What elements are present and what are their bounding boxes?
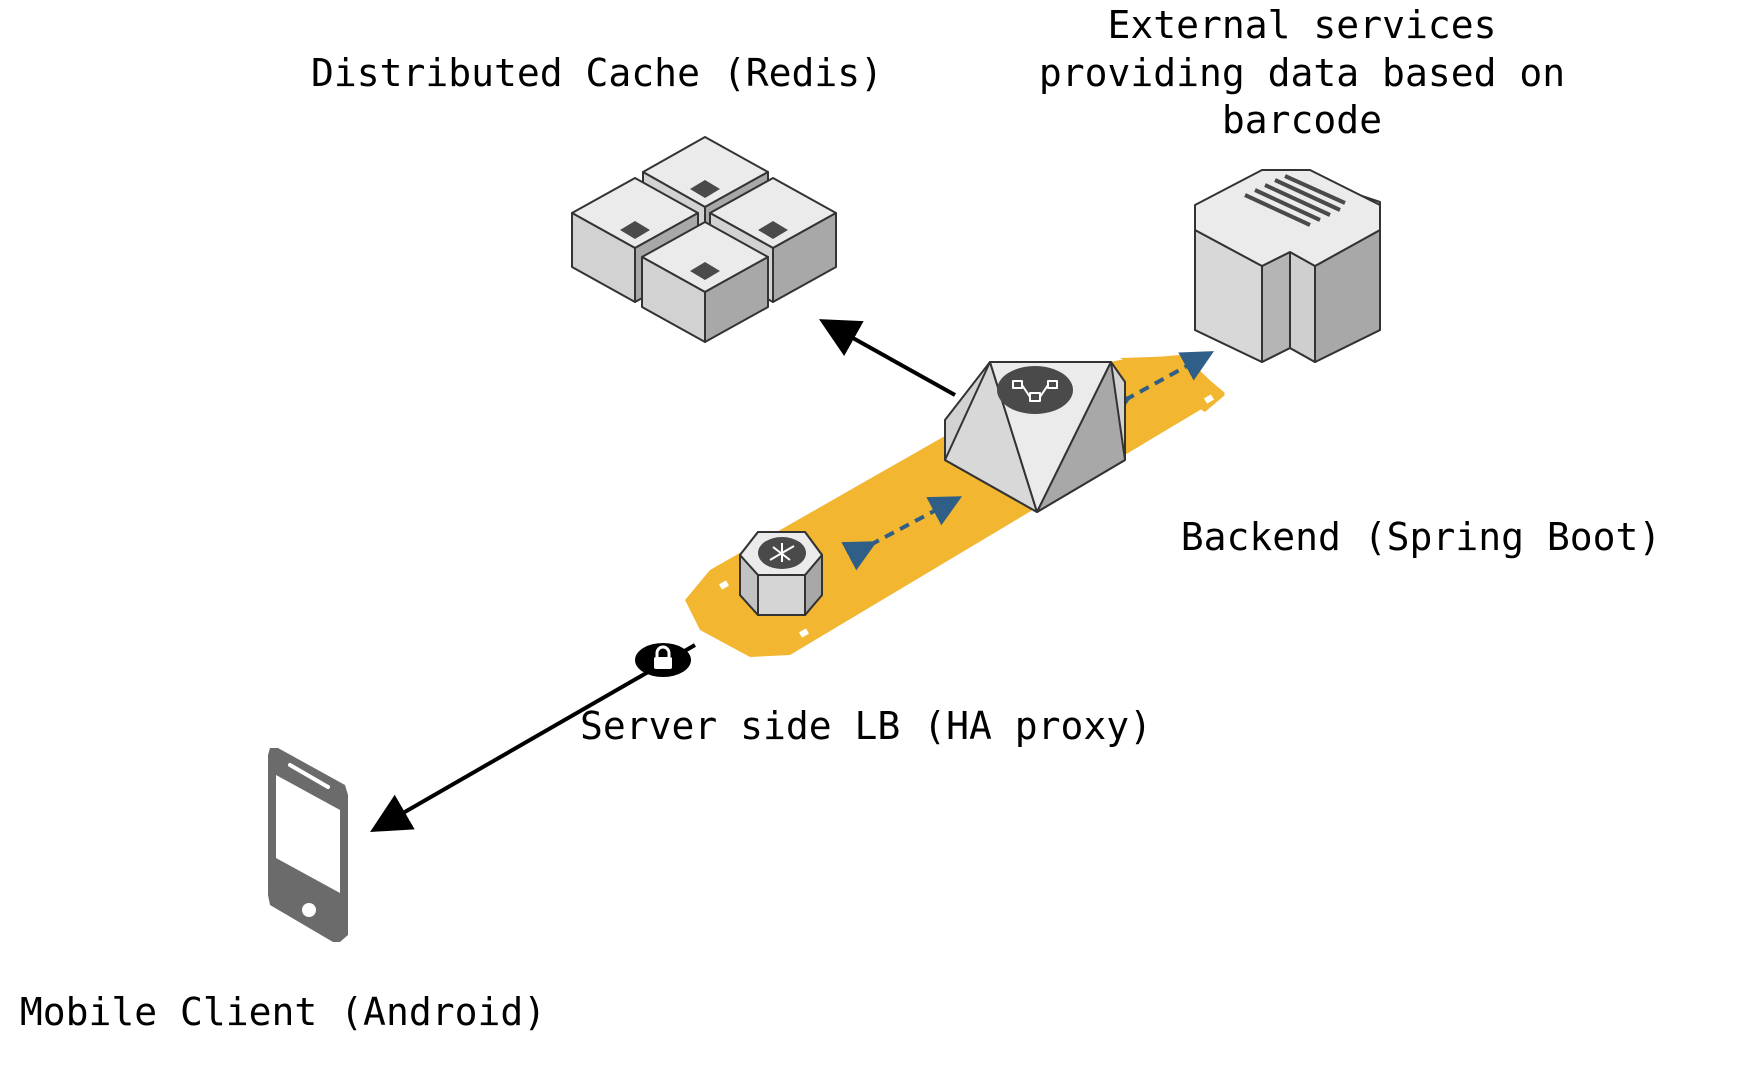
external-label-line-1: External services [1108,3,1497,47]
database-server-icon [1194,169,1381,363]
backend-external-link [1096,351,1215,426]
mobile-phone-icon [268,748,348,942]
backend-label: Backend (Spring Boot) [1181,515,1661,559]
lb-mobile-arrow [370,643,696,832]
routing-server-icon [944,361,1126,513]
server-cluster-icon [571,136,837,343]
mobile-label: Mobile Client (Android) [20,990,546,1034]
load-balancer-icon [739,531,823,616]
backend-cache-arrow [819,319,956,397]
cache-label: Distributed Cache (Redis) [311,51,883,95]
lock-icon [635,643,691,677]
external-label-line-2: providing data based on [1039,51,1565,95]
external-label-line-3: barcode [1222,98,1382,142]
lb-label: Server side LB (HA proxy) [580,704,1152,748]
